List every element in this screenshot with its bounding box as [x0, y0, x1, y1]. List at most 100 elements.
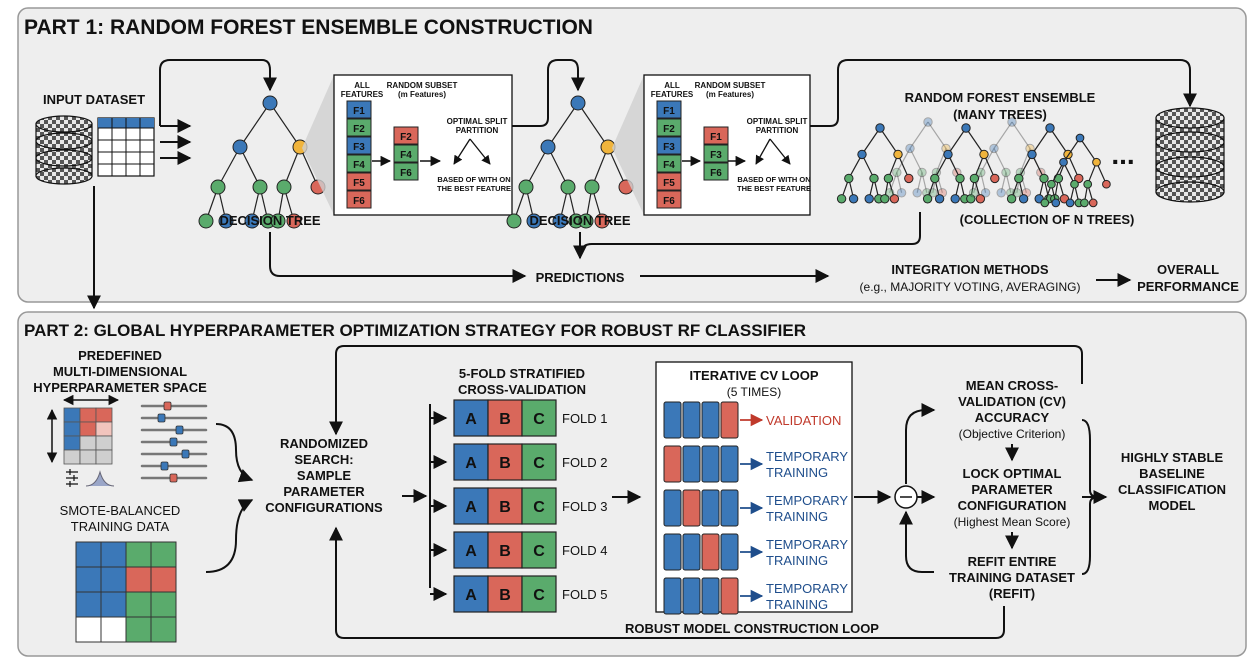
- lock-label-3: CONFIGURATION: [958, 498, 1067, 513]
- cv-label: 5-FOLD STRATIFIED: [459, 366, 585, 381]
- fold-cell-label: B: [499, 587, 511, 604]
- training-label: TEMPORARY: [766, 537, 848, 552]
- fold-cell: [487, 399, 523, 437]
- feature-box: [656, 172, 682, 191]
- fold-cell-label: A: [465, 455, 477, 472]
- space-label: PREDEFINED: [78, 348, 162, 363]
- loop-label-2: (5 TIMES): [727, 385, 781, 399]
- tree-node: [552, 213, 568, 229]
- slider-controls-icon: [140, 401, 208, 483]
- tree-node: [1006, 194, 1017, 204]
- feature-label: F3: [353, 142, 365, 153]
- random-forest-ensemble: [836, 117, 1111, 208]
- fold-cell: [453, 487, 489, 525]
- cv-label-2: CROSS-VALIDATION: [458, 382, 586, 397]
- ellipsis-label: ...: [1111, 139, 1134, 170]
- cv-block: [663, 445, 682, 483]
- part1-section: PART 1: RANDOM FOREST ENSEMBLE CONSTRUCT…: [17, 7, 1247, 303]
- tree-node: [943, 149, 953, 160]
- final-model-label: HIGHLY STABLE: [1121, 450, 1224, 465]
- decision-tree-1: [198, 95, 326, 229]
- fold-label: FOLD 2: [562, 455, 608, 470]
- tree-node: [1051, 198, 1061, 208]
- fold-cell: [453, 443, 489, 481]
- tree-node: [990, 173, 1000, 184]
- tree-node: [584, 179, 600, 195]
- tree-node: [905, 143, 915, 154]
- smote-cell: [100, 541, 127, 568]
- training-label-2: TRAINING: [766, 509, 828, 524]
- cv-block: [682, 401, 701, 439]
- robust-loop-label: ROBUST MODEL CONSTRUCTION LOOP: [625, 621, 879, 636]
- decision-tree-1-label: DECISION TREE: [219, 213, 320, 228]
- based-on-label-2: THE BEST FEATURE: [437, 184, 511, 193]
- space-label-3: HYPERPARAMETER SPACE: [33, 380, 207, 395]
- tree-node: [570, 95, 586, 111]
- feature-box: [393, 126, 419, 145]
- tree-node: [1047, 179, 1056, 189]
- feature-label: F1: [353, 106, 365, 117]
- fold-cell-label: A: [465, 543, 477, 560]
- fold-cell: [521, 487, 557, 525]
- feature-label: F3: [710, 150, 722, 161]
- training-label: TEMPORARY: [766, 449, 848, 464]
- cv-block: [701, 533, 720, 571]
- grid-cell: [79, 407, 97, 423]
- cv-block: [663, 489, 682, 527]
- feature-box: [656, 118, 682, 137]
- feature-label: F6: [710, 168, 722, 179]
- tree-node: [1070, 179, 1079, 189]
- based-on-label-2: THE BEST FEATURE: [737, 184, 811, 193]
- smote-cell: [125, 616, 152, 643]
- search-label-4: PARAMETER: [283, 484, 365, 499]
- tree-node: [930, 173, 940, 184]
- all-features-label-2: FEATURES: [651, 90, 694, 99]
- feature-box: [703, 162, 729, 181]
- fold-cell-label: B: [499, 455, 511, 472]
- training-label: TEMPORARY: [766, 493, 848, 508]
- slider-handle: [169, 437, 178, 447]
- tree-node: [244, 213, 260, 229]
- feature-label: F5: [353, 178, 365, 189]
- smote-cell: [125, 566, 152, 593]
- cv-iterations: VALIDATIONTEMPORARYTRAININGTEMPORARYTRAI…: [663, 401, 848, 615]
- cv-block: [682, 489, 701, 527]
- random-subset-label-2: (m Features): [398, 90, 446, 99]
- cv-block: [701, 489, 720, 527]
- tree-node: [270, 213, 286, 229]
- cv-block: [701, 445, 720, 483]
- mean-cv-label-4: (Objective Criterion): [959, 427, 1066, 441]
- lock-label: LOCK OPTIMAL: [963, 466, 1062, 481]
- mean-cv-label-2: VALIDATION (CV): [958, 394, 1066, 409]
- tree-node: [1007, 117, 1017, 127]
- feature-box: [346, 100, 372, 119]
- smote-cell: [125, 541, 152, 568]
- ensemble-sublabel: (MANY TREES): [953, 107, 1047, 122]
- tree-node: [286, 213, 302, 229]
- tree-node: [969, 173, 980, 184]
- tree-node: [893, 149, 903, 160]
- cv-block: [701, 401, 720, 439]
- smote-label-2: TRAINING DATA: [71, 519, 170, 534]
- final-model-label-4: MODEL: [1149, 498, 1196, 513]
- cv-block: [663, 533, 682, 571]
- tree-node: [968, 188, 979, 198]
- integration-label: INTEGRATION METHODS: [891, 262, 1049, 277]
- tree-node: [560, 179, 576, 195]
- feature-label: F1: [710, 132, 722, 143]
- cv-block: [701, 577, 720, 615]
- fold-cell-label: A: [465, 587, 477, 604]
- tree-node: [950, 194, 960, 204]
- fold-cell-label: B: [499, 411, 511, 428]
- smote-cell: [150, 616, 177, 643]
- tree-node: [526, 213, 542, 229]
- tree-node: [594, 213, 610, 229]
- cv-block: [720, 401, 739, 439]
- tree-node: [989, 143, 999, 154]
- fold-cell: [521, 575, 557, 613]
- fold-cell-label: C: [533, 411, 545, 428]
- collection-label: (COLLECTION OF N TREES): [960, 212, 1135, 227]
- based-on-label: BASED OF WITH ON: [737, 175, 810, 184]
- training-label: TEMPORARY: [766, 581, 848, 596]
- feature-label: F4: [663, 160, 675, 171]
